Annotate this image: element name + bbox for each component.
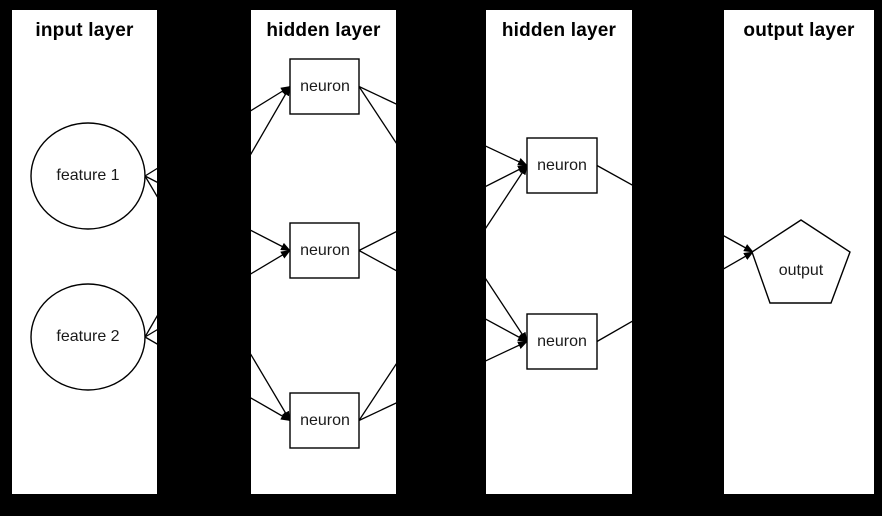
node-label-h1n3: neuron bbox=[300, 412, 350, 429]
hidden-layer-2-title: hidden layer bbox=[501, 20, 617, 41]
hidden-layer-1-title: hidden layer bbox=[266, 20, 381, 41]
node-label-output: output bbox=[778, 262, 824, 279]
input-layer-title: input layer bbox=[35, 20, 134, 41]
panel-input-layer: input layer bbox=[12, 10, 157, 494]
panel-output-layer: output layer bbox=[724, 10, 874, 494]
node-label-h1n2: neuron bbox=[300, 242, 350, 259]
output-layer-title: output layer bbox=[743, 20, 855, 41]
node-label-h2n1: neuron bbox=[537, 157, 587, 174]
connection-edges bbox=[144, 85, 754, 422]
node-label-h2n2: neuron bbox=[537, 333, 587, 350]
node-label-h1n1: neuron bbox=[300, 78, 350, 95]
node-label-feature2: feature 2 bbox=[56, 328, 120, 345]
panel-hidden-layer-2: hidden layer bbox=[486, 10, 632, 494]
node-label-feature1: feature 1 bbox=[56, 167, 120, 184]
